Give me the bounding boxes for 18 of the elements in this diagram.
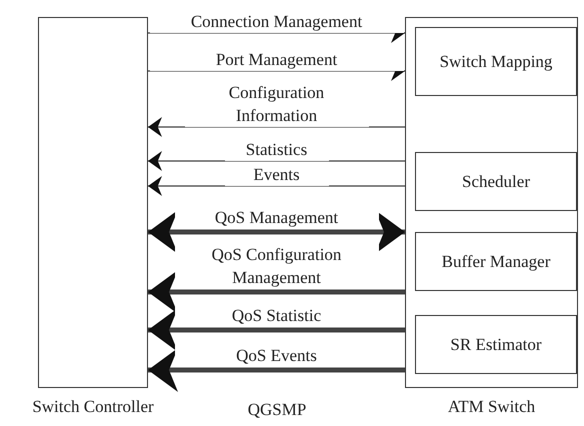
module-label: Buffer Manager	[442, 252, 550, 272]
module-box	[415, 315, 577, 374]
arrow	[148, 348, 405, 392]
module-box	[415, 152, 577, 211]
module-label: SR Estimator	[450, 334, 542, 354]
edge-label: QoS Configuration Management	[174, 243, 378, 289]
arrow	[148, 151, 405, 171]
arrow	[148, 308, 405, 352]
arrow	[148, 210, 405, 254]
component-label: Switch Controller	[32, 397, 154, 417]
component-label: ATM Switch	[448, 397, 536, 417]
module-box	[415, 27, 577, 96]
module-label: Scheduler	[462, 172, 530, 192]
arrow	[148, 270, 405, 314]
module-label: Switch Mapping	[440, 52, 552, 72]
module-box	[415, 232, 577, 291]
arrow	[148, 176, 405, 196]
arrow	[148, 117, 405, 137]
